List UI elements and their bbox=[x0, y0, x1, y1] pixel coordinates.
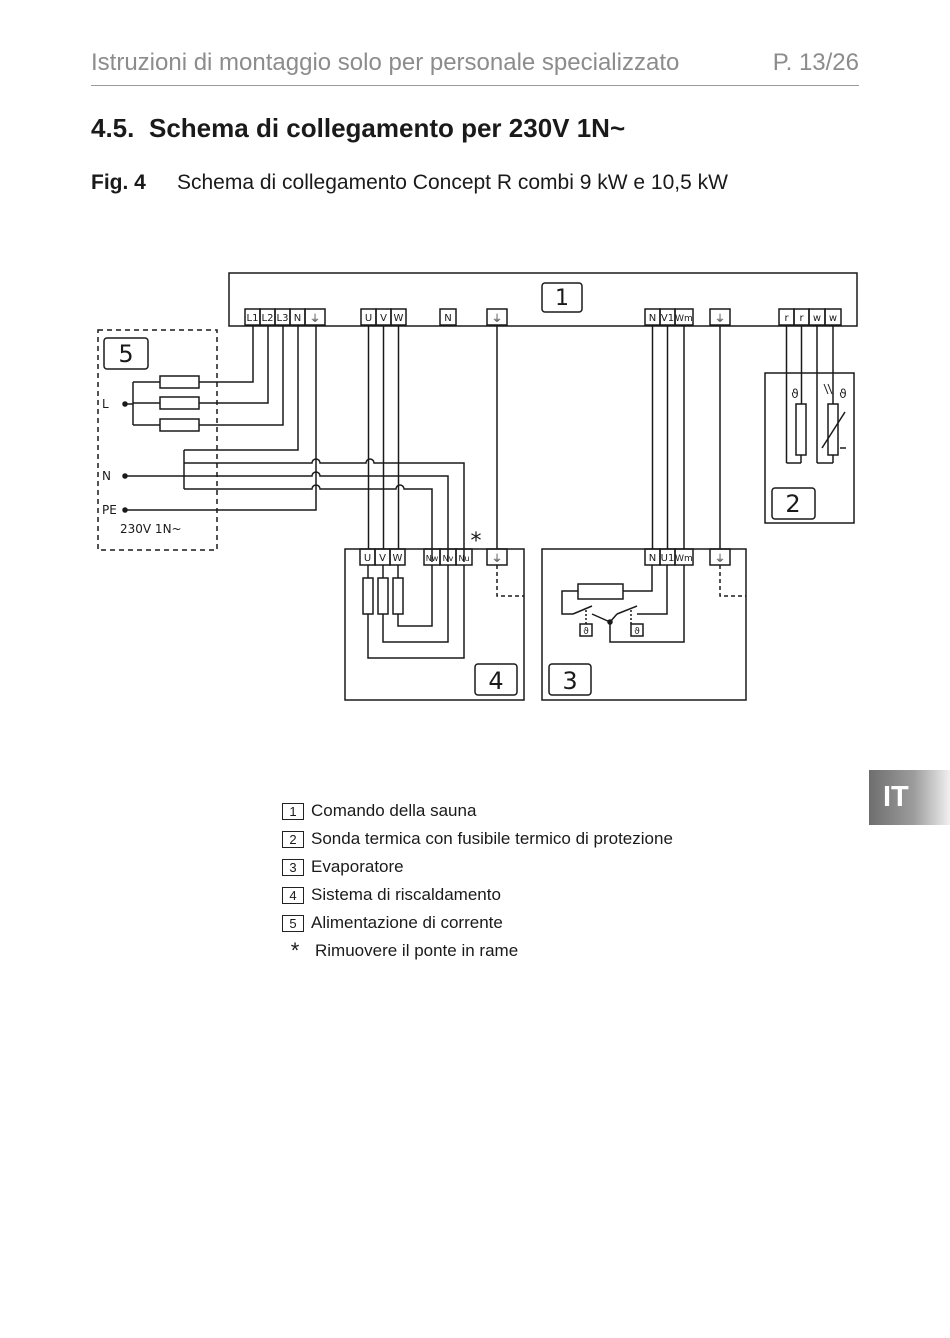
evap-terminal-n: N bbox=[649, 553, 656, 564]
label-n: N bbox=[102, 469, 111, 483]
thermostat-symbol-2: ϑ bbox=[634, 627, 640, 637]
section-heading: 4.5. Schema di collegamento per 230V 1N~ bbox=[91, 113, 625, 144]
legend-number: 5 bbox=[282, 914, 304, 932]
label-pe: PE bbox=[102, 503, 117, 517]
legend-note: * Rimuovere il ponte in rame bbox=[282, 937, 673, 965]
legend: 1 Comando della sauna 2 Sonda termica con … bbox=[282, 797, 673, 965]
power-supply: 5 L N PE 230V 1N~ bbox=[97, 329, 218, 551]
evap-terminal-earth: ⏚ bbox=[715, 553, 725, 565]
evaporator-feed-wiring bbox=[651, 325, 721, 549]
heater-terminal-nv: Nv bbox=[443, 554, 454, 563]
evap-terminal-u1: U1 bbox=[661, 553, 675, 564]
heater-terminal-nw: Nw bbox=[426, 554, 439, 563]
thermostat-symbol-1: ϑ bbox=[583, 627, 589, 637]
unit-number-2: 2 bbox=[785, 490, 800, 518]
terminal-v1: V1 bbox=[661, 313, 674, 324]
terminal-earth-supply: ⏚ bbox=[310, 313, 320, 325]
page-number: P. 13/26 bbox=[772, 49, 859, 76]
terminal-w: W bbox=[394, 313, 404, 324]
figure-caption-text: Schema di collegamento Concept R combi 9… bbox=[177, 171, 728, 194]
heater-terminal-v: V bbox=[379, 553, 386, 564]
legend-item: 4 Sistema di riscaldamento bbox=[282, 881, 673, 909]
asterisk-icon: * bbox=[290, 938, 300, 963]
legend-number: 3 bbox=[282, 858, 304, 876]
header-title: Istruzioni di montaggio solo per persona… bbox=[91, 49, 680, 76]
terminal-r-2: r bbox=[799, 313, 804, 324]
terminal-n-neutral: N bbox=[444, 313, 451, 324]
terminal-r-1: r bbox=[784, 313, 789, 324]
evaporator: N U1 Wm ⏚ ϑ ϑ 3 bbox=[541, 548, 747, 701]
terminal-l3: L3 bbox=[277, 313, 289, 324]
legend-number: 1 bbox=[282, 802, 304, 820]
legend-note-text: Rimuovere il ponte in rame bbox=[315, 941, 519, 960]
legend-item: 1 Comando della sauna bbox=[282, 797, 673, 825]
unit-number-4: 4 bbox=[488, 667, 503, 695]
legend-item: 5 Alimentazione di corrente bbox=[282, 909, 673, 937]
terminal-wm: Wm bbox=[675, 314, 693, 324]
terminal-earth-main: ⏚ bbox=[492, 313, 502, 325]
terminal-l1: L1 bbox=[247, 313, 259, 324]
temperature-sensor: ϑ ϑ 2 bbox=[764, 325, 855, 524]
heater-terminal-earth: ⏚ bbox=[492, 553, 502, 565]
bridge-marker: * bbox=[471, 529, 482, 554]
section-title: Schema di collegamento per 230V 1N~ bbox=[149, 113, 626, 143]
legend-number: 2 bbox=[282, 830, 304, 848]
legend-item: 2 Sonda termica con fusibile termico di p… bbox=[282, 825, 673, 853]
section-number: 4.5. bbox=[91, 113, 135, 143]
terminal-n-supply: N bbox=[294, 313, 301, 324]
terminal-earth-evap: ⏚ bbox=[715, 313, 725, 325]
sensor-symbol-1: ϑ bbox=[791, 387, 798, 401]
legend-text: Sonda termica con fusibile termico di pr… bbox=[311, 829, 673, 848]
legend-text: Comando della sauna bbox=[311, 801, 477, 820]
legend-number: 4 bbox=[282, 886, 304, 904]
terminal-w-1: w bbox=[813, 313, 821, 324]
unit-number-5: 5 bbox=[118, 340, 133, 368]
heating-system: U V W Nw Nv Nu ⏚ 4 * bbox=[344, 529, 525, 701]
legend-item: 3 Evaporatore bbox=[282, 853, 673, 881]
heater-terminal-w: W bbox=[393, 553, 403, 564]
header-divider bbox=[91, 85, 859, 86]
terminal-n-evap: N bbox=[649, 313, 656, 324]
figure-caption: Fig. 4 Schema di collegamento Concept R c… bbox=[91, 171, 728, 195]
legend-text: Alimentazione di corrente bbox=[311, 913, 503, 932]
unit-number-1: 1 bbox=[555, 286, 569, 311]
figure-label: Fig. 4 bbox=[91, 171, 146, 194]
supply-wiring bbox=[125, 325, 465, 562]
terminal-l2: L2 bbox=[262, 313, 274, 324]
terminal-w-2: w bbox=[829, 313, 837, 324]
heater-terminal-nu: Nu bbox=[458, 554, 469, 563]
terminal-u: U bbox=[365, 313, 372, 324]
terminal-v: V bbox=[380, 313, 387, 324]
sensor-symbol-2: ϑ bbox=[839, 387, 846, 401]
legend-text: Sistema di riscaldamento bbox=[311, 885, 501, 904]
control-unit: 1 L1 L2 L3 N ⏚ U V W N ⏚ N V1 Wm bbox=[228, 272, 858, 327]
label-voltage: 230V 1N~ bbox=[120, 522, 182, 536]
heater-terminal-u: U bbox=[364, 553, 371, 564]
label-l: L bbox=[102, 397, 109, 411]
legend-text: Evaporatore bbox=[311, 857, 404, 876]
evap-terminal-wm: Wm bbox=[675, 554, 693, 564]
heater-feed-wiring bbox=[367, 325, 498, 549]
unit-number-3: 3 bbox=[562, 667, 577, 695]
language-tab[interactable]: IT bbox=[869, 770, 950, 825]
